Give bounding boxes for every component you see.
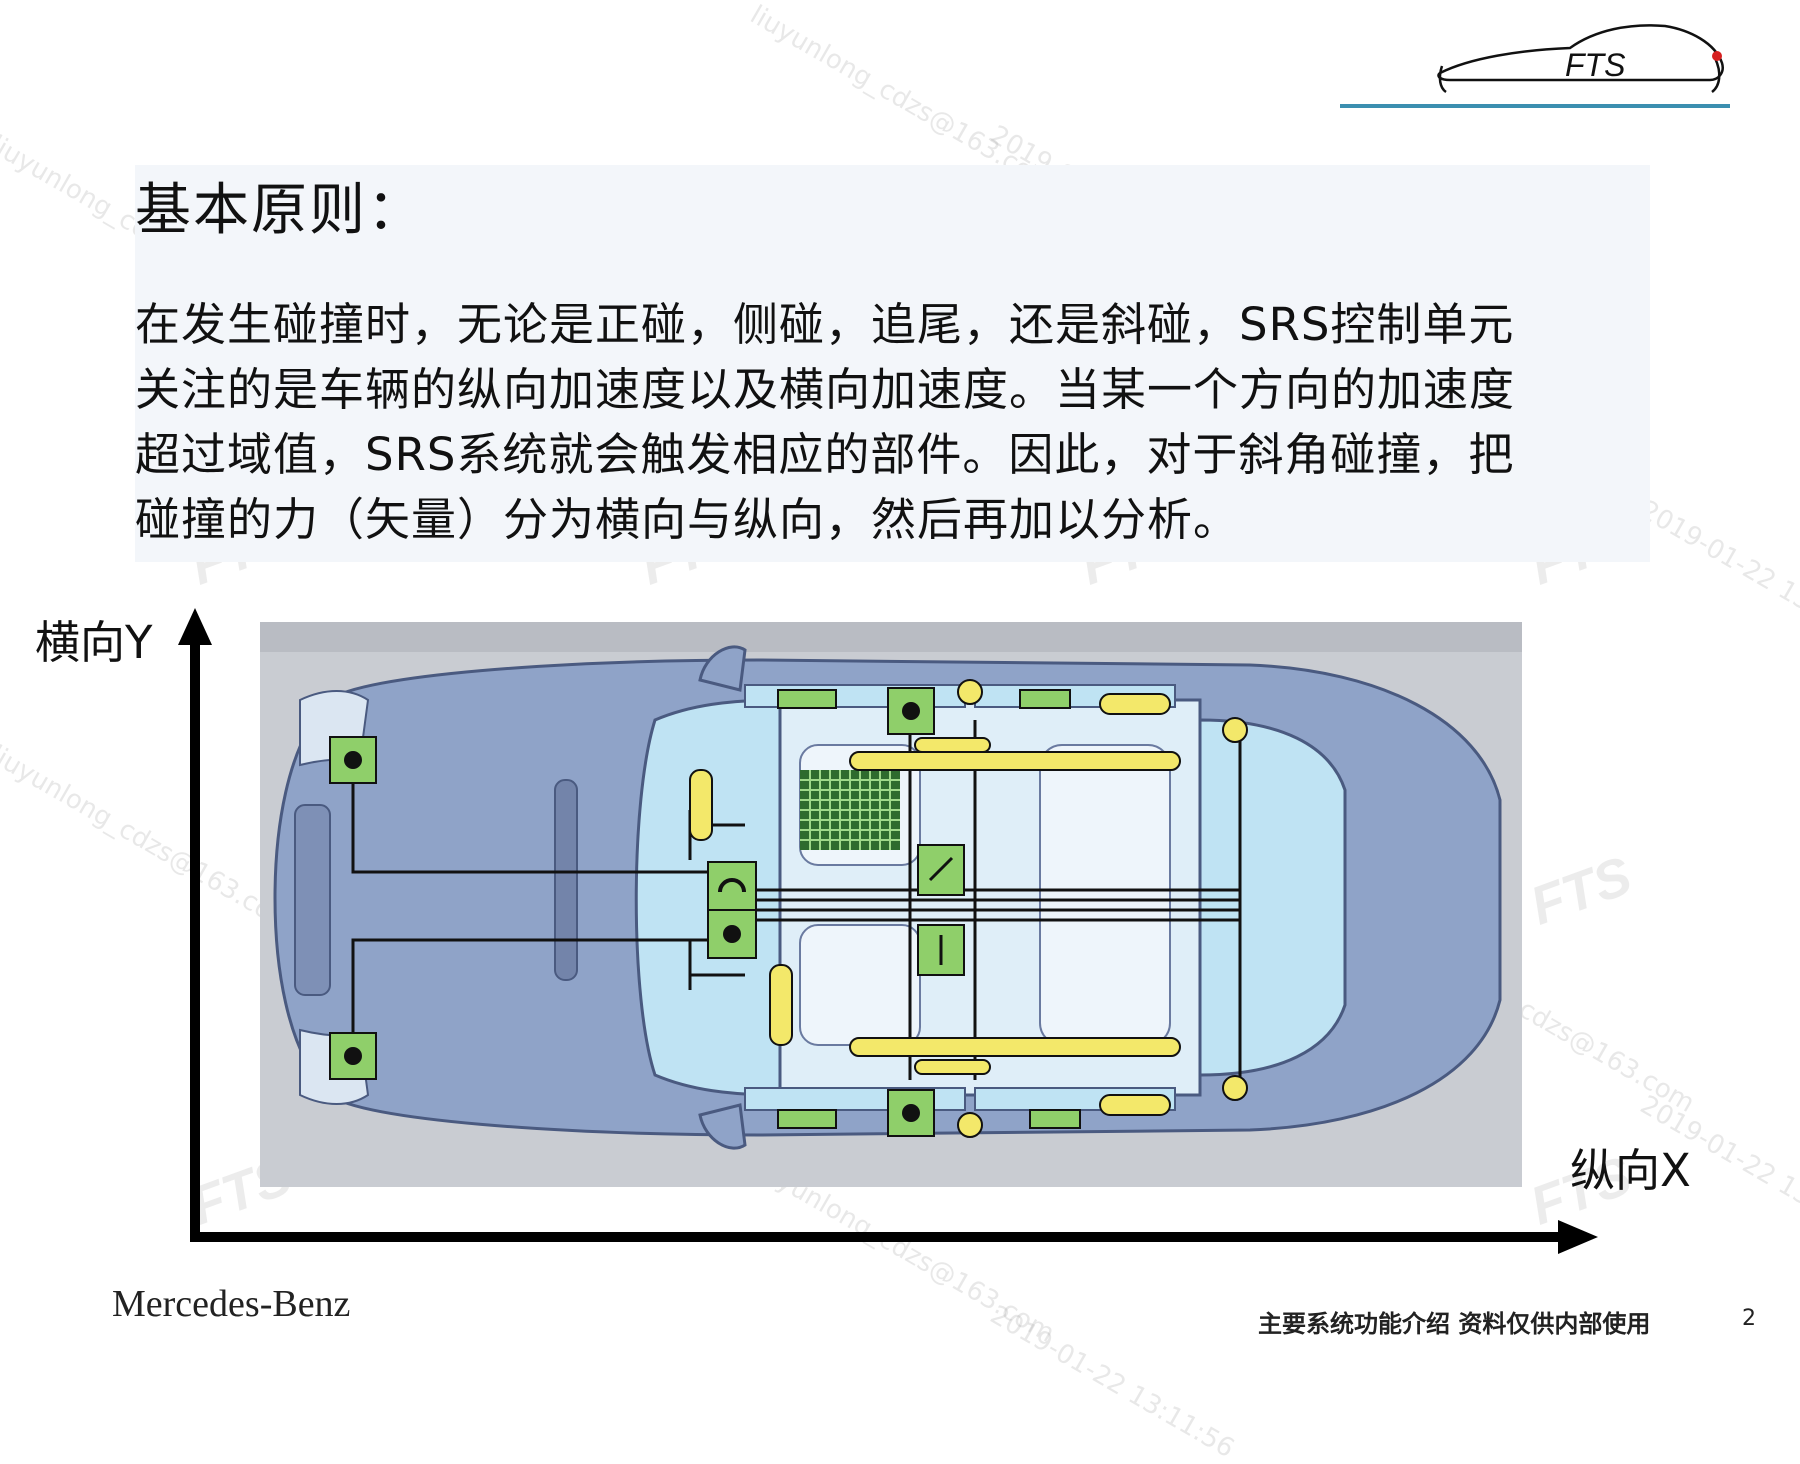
page-number: 2 — [1742, 1306, 1756, 1331]
front-passenger-knee-airbag — [689, 769, 713, 841]
rear-window — [1198, 718, 1347, 1077]
principle-paragraph: 在发生碰撞时，无论是正碰，侧碰，追尾，还是斜碰，SRS控制单元 关注的是车辆的纵… — [135, 292, 1650, 552]
seat-sensor-left — [917, 844, 965, 896]
page-title: 基本原则： — [135, 178, 425, 243]
paragraph-line: 超过域值，SRS系统就会触发相应的部件。因此，对于斜角碰撞，把 — [135, 428, 1515, 481]
left-buckle-switch — [777, 689, 837, 709]
seat-sensor-right — [917, 924, 965, 976]
left-rear-buckle-switch — [777, 1109, 837, 1129]
x-axis-label: 纵向X — [1570, 1144, 1691, 1197]
side-sensor-left — [887, 687, 935, 735]
right-mirror — [698, 1103, 747, 1150]
driver-airbag-mesh — [800, 770, 900, 850]
y-axis-arrow — [178, 608, 212, 645]
left-mirror — [698, 645, 747, 692]
airbags — [689, 693, 1181, 1116]
front-sensor-right — [329, 1032, 377, 1080]
right-buckle-switch — [1019, 689, 1071, 709]
srs-layout-diagram — [178, 608, 1598, 1254]
text-panel — [135, 165, 1650, 562]
right-front-side-airbag — [914, 1059, 991, 1075]
srs-control-unit — [707, 861, 757, 959]
belt-tensioners — [957, 679, 1248, 1138]
grille — [294, 804, 331, 996]
paragraph-line: 在发生碰撞时，无论是正碰，侧碰，追尾，还是斜碰，SRS控制单元 — [135, 298, 1515, 351]
driver-knee-airbag — [769, 964, 793, 1046]
right-rear-side-airbag — [1099, 1094, 1171, 1116]
x-axis-arrow — [1558, 1220, 1598, 1254]
right-rear-buckle-switch — [1029, 1109, 1081, 1129]
front-sensor-left — [329, 736, 377, 784]
header-accent-line — [1340, 104, 1730, 108]
right-curtain-airbag — [849, 1037, 1181, 1057]
logo-text: FTS — [1565, 47, 1625, 83]
fts-logo: FTS — [1437, 24, 1724, 94]
footer-caption: 主要系统功能介绍 资料仅供内部使用 — [1258, 1310, 1651, 1338]
axes — [178, 608, 1598, 1254]
paragraph-line: 碰撞的力（矢量）分为横向与纵向，然后再加以分析。 — [135, 493, 1240, 546]
brand-wordmark: Mercedes-Benz — [112, 1283, 351, 1325]
left-rear-side-airbag — [1099, 693, 1171, 715]
front-right-seat — [799, 924, 921, 1046]
left-front-side-airbag — [914, 737, 991, 753]
rear-seat — [1039, 744, 1171, 1046]
y-axis-label: 横向Y — [35, 616, 153, 669]
paragraph-line: 关注的是车辆的纵向加速度以及横向加速度。当某一个方向的加速度 — [135, 363, 1516, 416]
buckle-switches — [777, 689, 1081, 1129]
left-curtain-airbag — [849, 751, 1181, 771]
side-sensor-right — [887, 1089, 935, 1137]
